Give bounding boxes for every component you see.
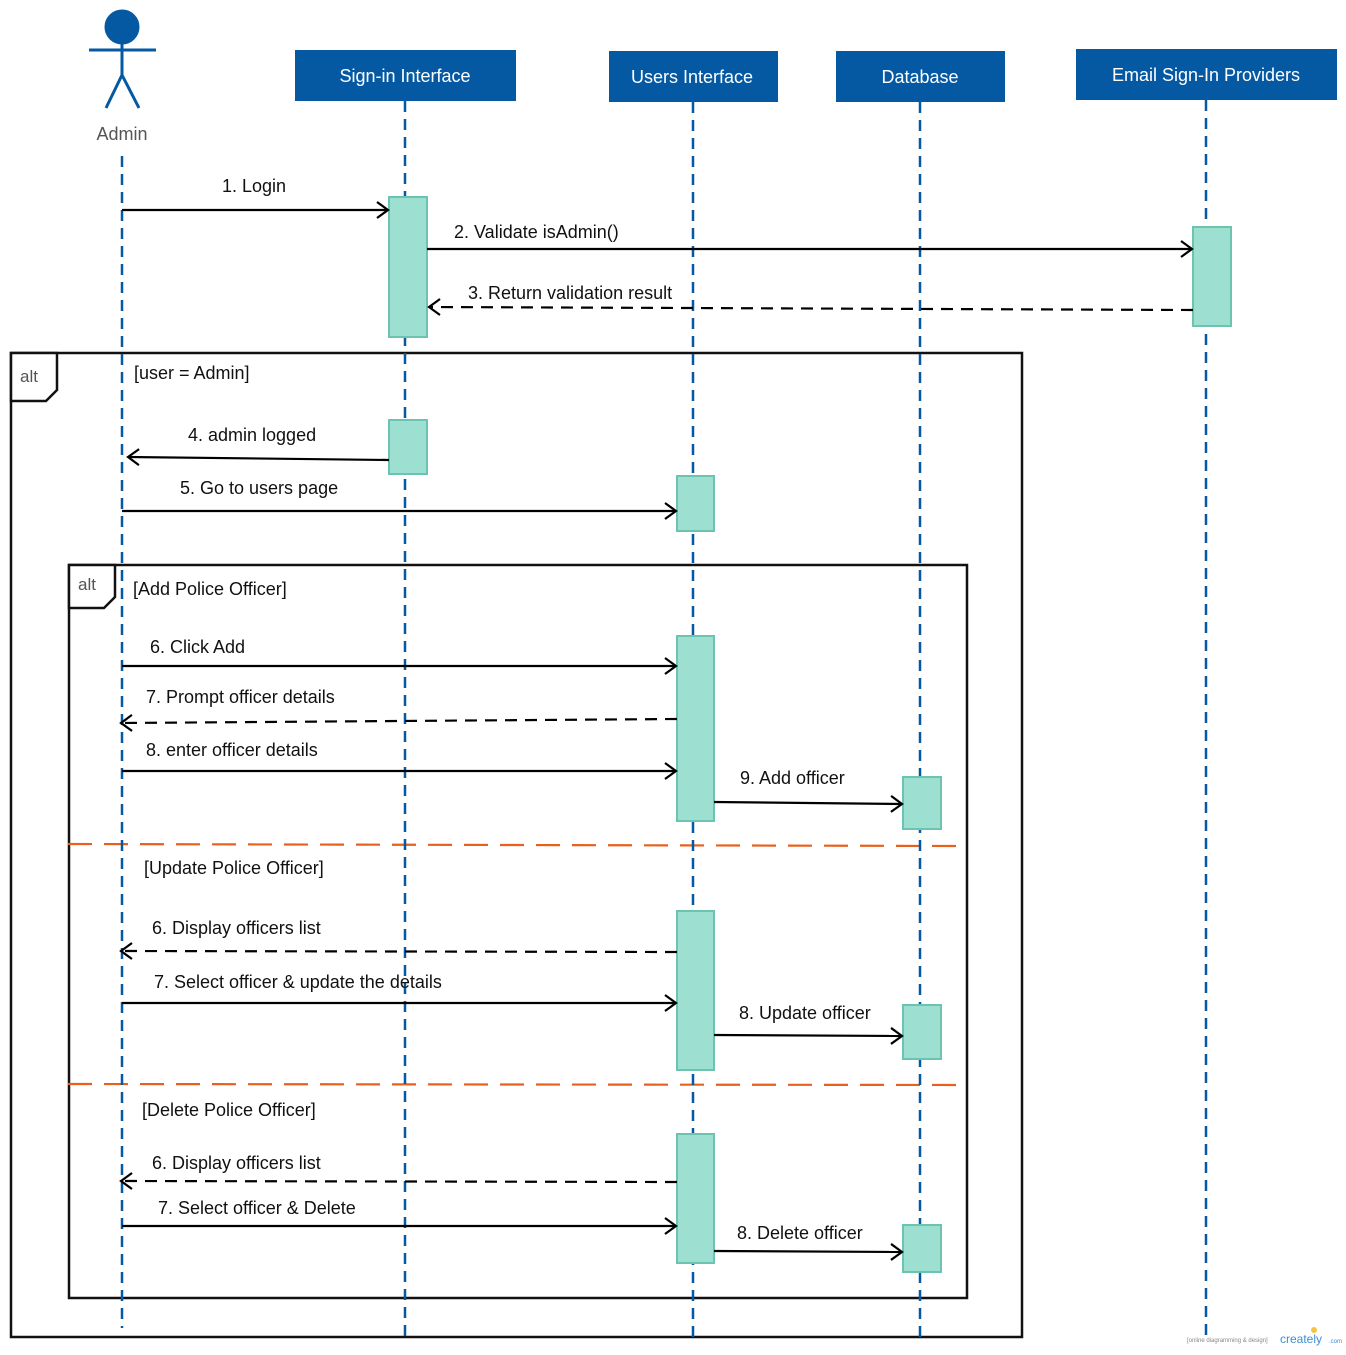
svg-text:creately: creately: [1280, 1332, 1322, 1346]
svg-text:Email Sign-In Providers: Email Sign-In Providers: [1112, 65, 1300, 85]
creately-watermark: [online diagramming & design] creately .…: [1187, 1327, 1342, 1346]
svg-text:.com: .com: [1329, 1339, 1342, 1345]
guard-add: [Add Police Officer]: [133, 579, 287, 599]
return-arrow: [119, 714, 678, 732]
svg-text:[online diagramming & design]: [online diagramming & design]: [1187, 1338, 1268, 1344]
guard-delete: [Delete Police Officer]: [142, 1100, 316, 1120]
message-arrow: [713, 1027, 904, 1045]
actor-label: Admin: [96, 124, 147, 144]
participant-email-sign-in-providers: Email Sign-In Providers: [1076, 49, 1337, 100]
guard-user-admin: [user = Admin]: [134, 363, 250, 383]
activation-bar: [902, 1004, 942, 1060]
activation-bar: [902, 776, 942, 830]
message-label: 9. Add officer: [740, 768, 845, 788]
svg-text:Users Interface: Users Interface: [631, 67, 753, 87]
message-label: 2. Validate isAdmin(): [454, 222, 619, 242]
participant-users-interface: Users Interface: [609, 51, 778, 102]
activation-bar: [676, 475, 715, 532]
message-label: 7. Select officer & Delete: [158, 1198, 356, 1218]
svg-text:Sign-in Interface: Sign-in Interface: [339, 66, 470, 86]
activation-bar: [676, 910, 715, 1071]
activation-bar: [1192, 226, 1232, 327]
message-label: 5. Go to users page: [180, 478, 338, 498]
message-label: 8. Update officer: [739, 1003, 871, 1023]
message-label: 7. Prompt officer details: [146, 687, 335, 707]
alt-fragment-outer: [9, 351, 1024, 1339]
svg-text:Database: Database: [881, 67, 958, 87]
guard-update: [Update Police Officer]: [144, 858, 324, 878]
message-label: 7. Select officer & update the details: [154, 972, 442, 992]
activation-bar: [902, 1224, 942, 1273]
message-label: 6. Click Add: [150, 637, 245, 657]
participant-database: Database: [836, 51, 1005, 102]
operand-separator: [67, 1082, 969, 1087]
message-label: 8. Delete officer: [737, 1223, 863, 1243]
alt-tab-inner: [67, 563, 117, 610]
message-label: 8. enter officer details: [146, 740, 318, 760]
stick-figure-icon: [89, 9, 156, 109]
activation-bar: [676, 635, 715, 822]
return-arrow: [427, 298, 1194, 316]
message-label: 6. Display officers list: [152, 1153, 321, 1173]
alt-operator-outer: alt: [20, 367, 38, 386]
participant-sign-in-interface: Sign-in Interface: [295, 50, 516, 101]
message-label: 4. admin logged: [188, 425, 316, 445]
operand-separator: [67, 842, 959, 848]
message-label: 3. Return validation result: [468, 283, 672, 303]
activation-bar: [676, 1133, 715, 1264]
return-arrow: [119, 1172, 678, 1190]
message-label: 1. Login: [222, 176, 286, 196]
lightbulb-icon: [1311, 1327, 1317, 1333]
alt-operator-inner: alt: [78, 575, 96, 594]
message-arrow: [713, 1243, 904, 1261]
activation-bar: [388, 196, 428, 338]
message-arrow: [126, 448, 390, 467]
message-arrow: [713, 795, 904, 813]
activations: [388, 196, 1232, 1273]
return-arrow: [119, 942, 678, 960]
alt-tab-outer: [9, 351, 59, 403]
message-label: 6. Display officers list: [152, 918, 321, 938]
activation-bar: [388, 419, 428, 475]
alt-fragment-inner: [67, 563, 969, 1300]
